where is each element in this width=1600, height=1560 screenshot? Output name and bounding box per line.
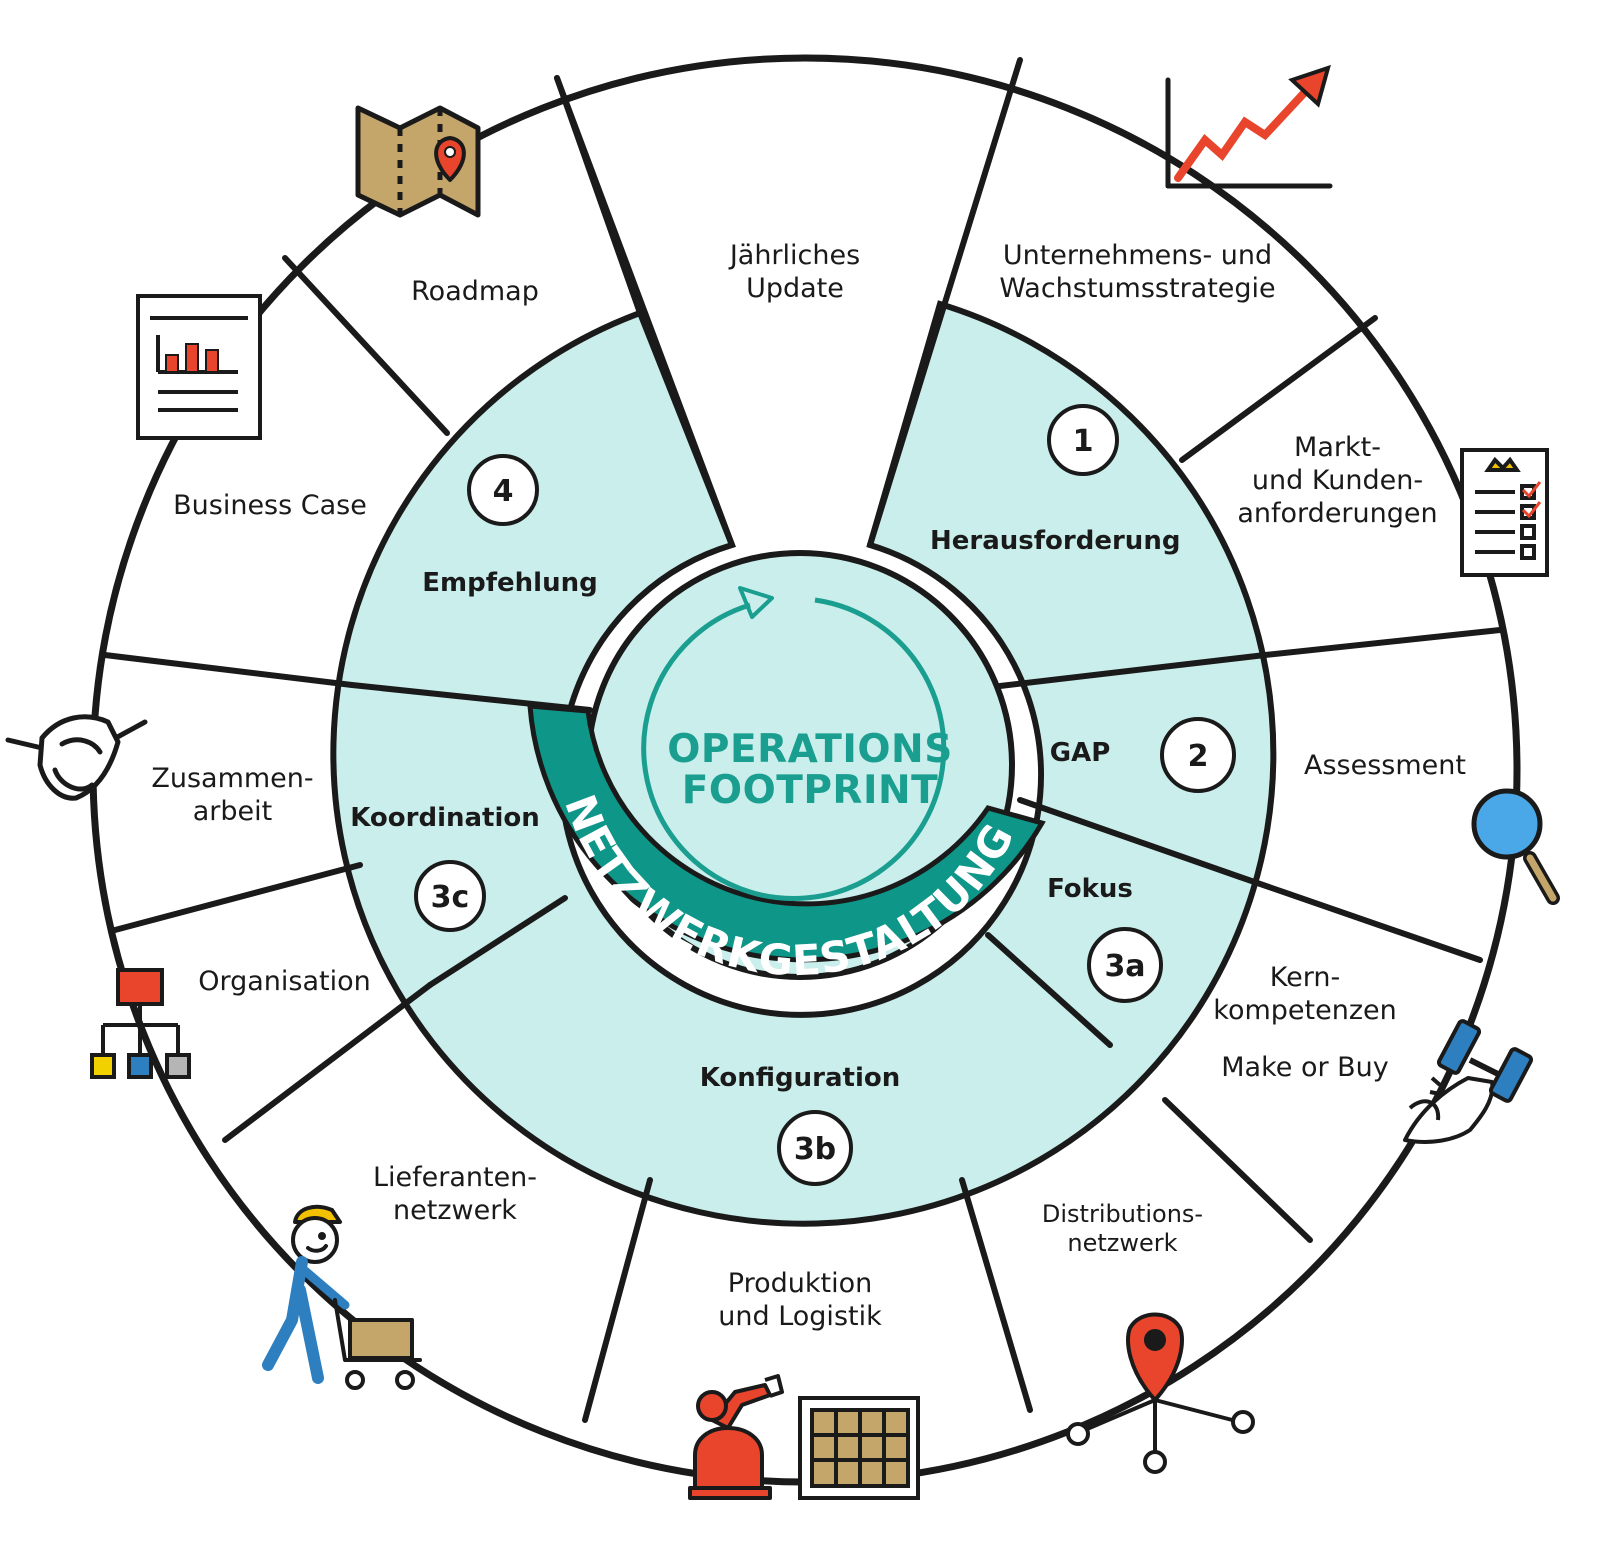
svg-text:2: 2 bbox=[1188, 739, 1209, 774]
netzwerk-band bbox=[527, 703, 1046, 963]
cycle-arrowhead-icon bbox=[738, 586, 774, 619]
phase-label-fokus: Fokus bbox=[1047, 874, 1133, 904]
pallet-rack-icon bbox=[798, 1396, 920, 1500]
segment-roadmap: Roadmap bbox=[411, 276, 539, 307]
segment-assessment: Assessment bbox=[1304, 750, 1466, 781]
segment-organisation: Organisation bbox=[198, 966, 371, 997]
phase-label-gap: GAP bbox=[1049, 738, 1111, 768]
phase-number-3b: 3b bbox=[777, 1110, 853, 1186]
phase-label-konfiguration: Konfiguration bbox=[699, 1063, 901, 1093]
org-chart-icon bbox=[90, 968, 191, 1079]
location-network-icon bbox=[1066, 1312, 1255, 1474]
phase-number-1: 1 bbox=[1047, 404, 1119, 476]
segment-strategy: Unternehmens- und Wachstumsstrategie bbox=[999, 240, 1276, 304]
segment-collaboration: Zusammen- arbeit bbox=[151, 763, 314, 827]
segment-market: Markt- und Kunden- anforderungen bbox=[1237, 432, 1438, 529]
phase-ring-fill bbox=[330, 300, 1277, 1227]
segment-production: Produktion und Logistik bbox=[718, 1268, 882, 1332]
svg-text:3b: 3b bbox=[794, 1132, 836, 1167]
segment-annual-update: Jährliches Update bbox=[729, 240, 861, 304]
segment-dividers bbox=[102, 57, 1503, 1423]
phase-number-3a: 3a bbox=[1087, 927, 1163, 1003]
segment-core-competencies: Kern- kompetenzen bbox=[1213, 962, 1397, 1026]
handshake-icon bbox=[5, 714, 148, 801]
svg-text:3c: 3c bbox=[431, 880, 470, 915]
magnifier-icon bbox=[1471, 788, 1560, 905]
phase-number-3c: 3c bbox=[414, 860, 486, 932]
cycle-arrow bbox=[641, 597, 947, 901]
svg-text:4: 4 bbox=[493, 474, 514, 509]
svg-text:3a: 3a bbox=[1104, 949, 1145, 984]
segment-make-or-buy: Make or Buy bbox=[1221, 1052, 1389, 1083]
checklist-icon bbox=[1460, 448, 1549, 577]
segment-distribution: Distributions- netzwerk bbox=[1041, 1200, 1204, 1258]
segment-supplier: Lieferanten- netzwerk bbox=[372, 1162, 538, 1226]
map-icon bbox=[355, 105, 481, 218]
segment-business-case: Business Case bbox=[173, 490, 367, 521]
phase-label-herausforderung: Herausforderung bbox=[930, 526, 1181, 556]
robot-arm-icon bbox=[688, 1374, 784, 1500]
report-icon bbox=[136, 294, 262, 440]
phase-number-4: 4 bbox=[467, 454, 539, 526]
dumbbell-arm-icon bbox=[1403, 1019, 1534, 1144]
phase-label-empfehlung: Empfehlung bbox=[422, 568, 598, 598]
growth-chart-icon bbox=[1165, 64, 1333, 189]
operations-footprint-title: OPERATIONS FOOTPRINT bbox=[667, 727, 953, 813]
phase-number-2: 2 bbox=[1160, 717, 1236, 793]
worker-cart-icon bbox=[262, 1204, 422, 1390]
svg-text:1: 1 bbox=[1073, 424, 1094, 459]
phase-label-koordination: Koordination bbox=[350, 803, 540, 833]
